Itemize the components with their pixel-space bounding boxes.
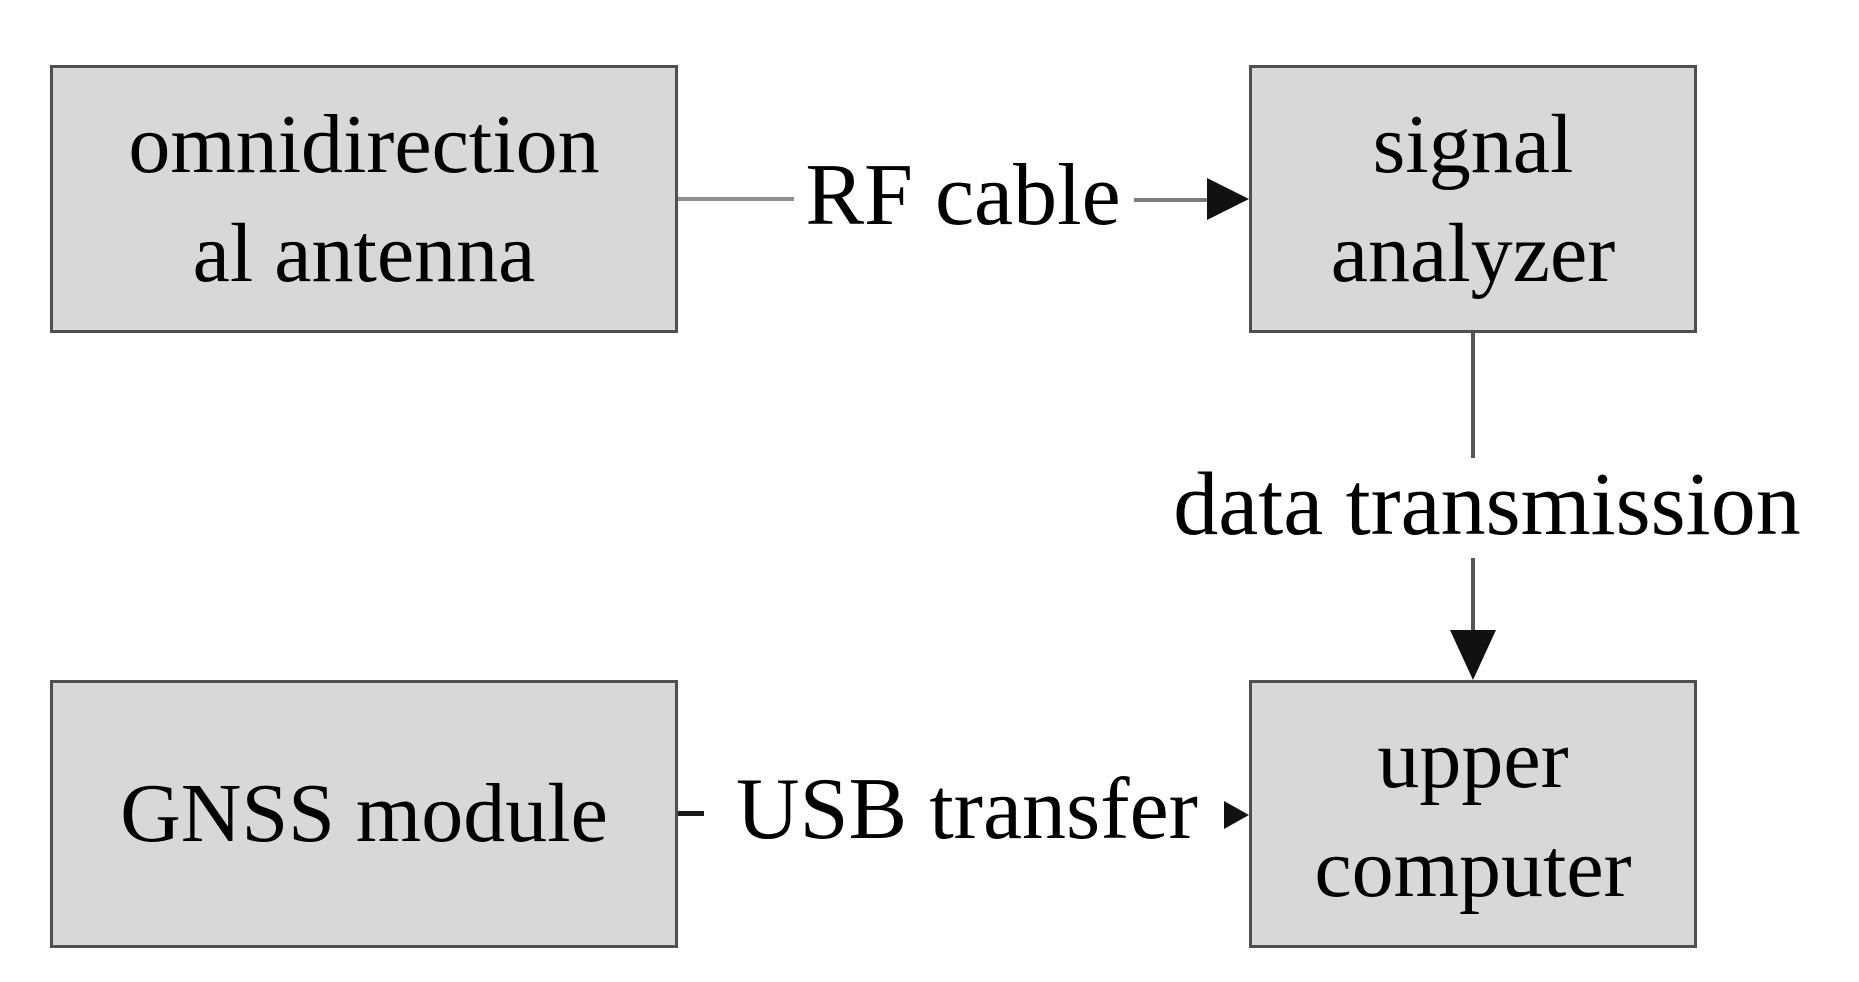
- data-transmission-connector-line-top: [1471, 333, 1475, 458]
- rf-cable-edge-label: RF cable: [805, 147, 1121, 244]
- signal-analyzer-label-line1: signal: [1372, 97, 1574, 191]
- usb-transfer-edge-label: USB transfer: [736, 761, 1198, 858]
- gnss-module-node: GNSS module: [50, 680, 678, 948]
- upper-computer-node: upper computer: [1249, 680, 1697, 948]
- rf-cable-connector-line-right: [1134, 198, 1208, 202]
- signal-analyzer-node: signal analyzer: [1249, 65, 1697, 333]
- upper-computer-label-line1: upper: [1377, 712, 1569, 806]
- data-transmission-edge-label: data transmission: [1173, 455, 1801, 554]
- omnidirectional-antenna-node: omnidirection al antenna: [50, 65, 678, 333]
- omnidirectional-antenna-label-line1: omnidirection: [128, 97, 600, 191]
- rf-cable-arrowhead-right-icon: [1207, 178, 1249, 220]
- signal-analyzer-label-line2: analyzer: [1330, 207, 1616, 300]
- usb-transfer-arrowhead-right-icon: [1224, 801, 1249, 829]
- rf-cable-connector-line-left: [678, 197, 794, 201]
- gnss-module-label: GNSS module: [120, 767, 608, 861]
- upper-computer-label-line2: computer: [1314, 822, 1632, 915]
- data-transmission-arrowhead-down-icon: [1450, 630, 1496, 680]
- data-transmission-connector-line-bottom: [1471, 558, 1475, 630]
- usb-transfer-connector-line-left: [678, 811, 704, 816]
- omnidirectional-antenna-label-line2: al antenna: [192, 207, 536, 300]
